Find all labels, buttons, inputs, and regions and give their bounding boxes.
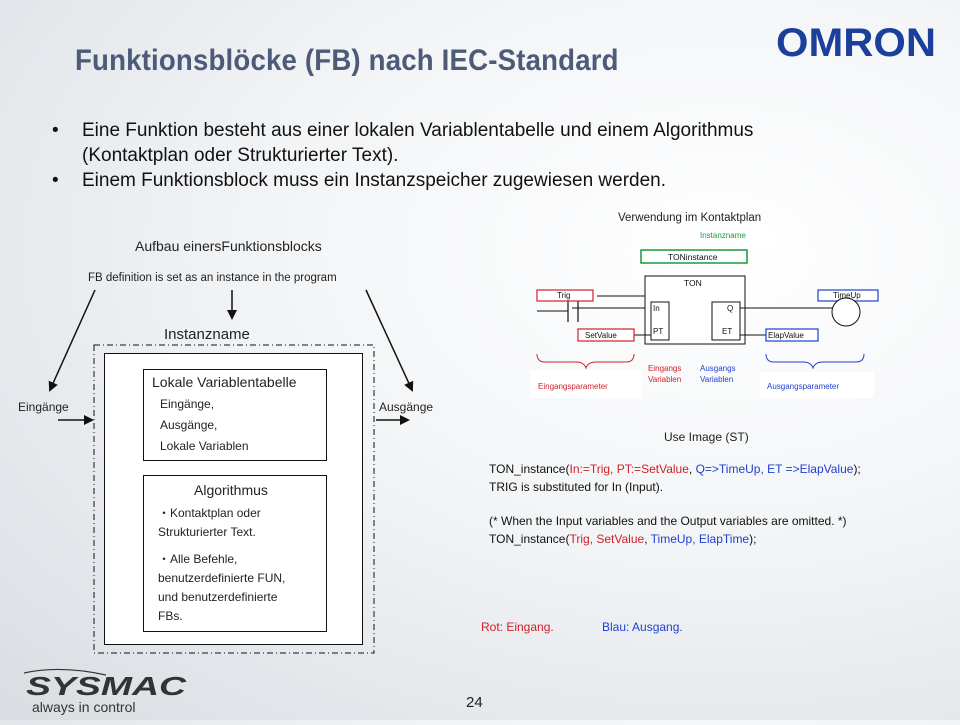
sysmac-brand: SYSMAC xyxy=(26,671,188,701)
bullet-item: • Einem Funktionsblock muss ein Instanzs… xyxy=(52,168,852,193)
st-line-4: TON_instance(Trig, SetValue, TimeUp, Ela… xyxy=(489,531,757,546)
algorithm-line: benutzerdefinierte FUN, xyxy=(158,571,286,585)
bullet-item: • Eine Funktion besteht aus einer lokale… xyxy=(52,118,852,168)
pin-et: ET xyxy=(722,327,733,336)
legend-red: Rot: Eingang. xyxy=(481,620,554,634)
st-line-2: TRIG is substituted for In (Input). xyxy=(489,479,664,494)
omron-logo: OMRON xyxy=(776,22,936,62)
trig-variable: Trig xyxy=(557,291,571,300)
bullet-dot: • xyxy=(52,170,59,191)
input-params-label: Eingangsparameter xyxy=(538,382,608,391)
algorithm-line: und benutzerdefinierte xyxy=(158,590,278,604)
pin-pt: PT xyxy=(653,327,664,336)
algorithm-line: ・Alle Befehle, xyxy=(158,552,238,566)
algorithm-line: Strukturierter Text. xyxy=(158,525,256,539)
bullet-text: Eine Funktion besteht aus einer lokalen … xyxy=(82,120,754,166)
variable-table-line: Eingänge, xyxy=(160,397,215,411)
bullet-text: Einem Funktionsblock muss ein Instanzspe… xyxy=(82,170,667,191)
variable-table-box: Lokale Variablentabelle Eingänge, Ausgän… xyxy=(143,369,327,461)
st-code-block: TON_instance(In:=Trig, PT:=SetValue, Q=>… xyxy=(489,461,861,548)
algorithm-line: FBs. xyxy=(158,609,183,623)
bullet-dot: • xyxy=(52,120,59,141)
st-line-1: TON_instance(In:=Trig, PT:=SetValue, Q=>… xyxy=(489,462,861,476)
variable-table-line: Lokale Variablen xyxy=(160,439,249,453)
variable-table-line: Ausgänge, xyxy=(160,418,218,432)
ladder-heading: Verwendung im Kontaktplan xyxy=(618,212,762,224)
sysmac-tagline: always in control xyxy=(32,699,136,715)
bullet-list: • Eine Funktion besteht aus einer lokale… xyxy=(52,118,852,193)
inputs-label: Eingänge xyxy=(18,400,69,414)
algorithm-line: ・Kontaktplan oder xyxy=(158,506,261,520)
fb-definition-note: FB definition is set as an instance in t… xyxy=(88,272,337,284)
page-number: 24 xyxy=(466,694,483,711)
output-params-label: Ausgangsparameter xyxy=(767,382,840,391)
instance-name-tag: Instanzname xyxy=(700,231,746,240)
st-line-3: (* When the Input variables and the Outp… xyxy=(489,514,847,528)
outputs-label: Ausgänge xyxy=(379,400,434,414)
pin-in: In xyxy=(653,304,660,313)
page-title: Funktionsblöcke (FB) nach IEC-Standard xyxy=(75,44,619,77)
setvalue-variable: SetValue xyxy=(585,331,617,340)
legend-blue: Blau: Ausgang. xyxy=(602,620,683,634)
algorithm-title: Algorithmus xyxy=(194,482,268,498)
st-heading: Use Image (ST) xyxy=(664,430,749,444)
pin-q: Q xyxy=(727,304,734,313)
fb-structure-heading: Aufbau einersFunktionsblocks xyxy=(135,238,322,254)
instance-name-label: Instanzname xyxy=(164,326,250,343)
ton-instance-label: TONinstance xyxy=(668,252,718,262)
logo-text: OMRON xyxy=(776,22,936,62)
elapvalue-variable: ElapValue xyxy=(768,331,804,340)
algorithm-box: Algorithmus ・Kontaktplan oder Strukturie… xyxy=(143,475,327,632)
ton-block-name: TON xyxy=(684,278,702,288)
variable-table-title: Lokale Variablentabelle xyxy=(152,374,297,390)
sysmac-logo: SYSMAC always in control xyxy=(23,668,188,715)
timeup-variable: TimeUp xyxy=(833,291,861,300)
